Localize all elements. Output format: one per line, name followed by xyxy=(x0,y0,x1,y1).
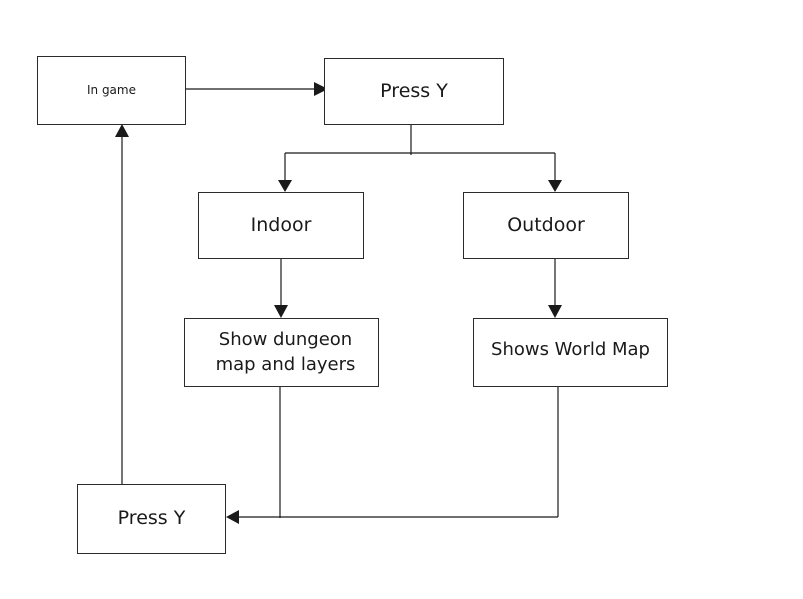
node-shows-world-map: Shows World Map xyxy=(473,318,668,387)
node-outdoor: Outdoor xyxy=(463,192,629,259)
arrowhead-to-indoor xyxy=(278,180,292,192)
node-press-y-top-label: Press Y xyxy=(380,79,448,102)
arrowhead-to-pressy-bottom xyxy=(226,510,239,524)
node-in-game: In game xyxy=(37,56,186,125)
node-show-dungeon-line1: Show dungeon xyxy=(218,329,353,351)
node-show-dungeon-text: Show dungeon map and layers xyxy=(216,328,356,377)
node-indoor: Indoor xyxy=(198,192,364,259)
arrowhead-to-outdoor xyxy=(548,180,562,192)
arrowhead-to-pressy-top xyxy=(314,82,328,96)
arrowhead-to-worldmap xyxy=(548,305,562,318)
node-press-y-bottom-label: Press Y xyxy=(117,507,186,530)
arrowhead-to-dungeon xyxy=(274,305,288,318)
node-indoor-label: Indoor xyxy=(250,213,312,236)
node-in-game-label: In game xyxy=(86,83,136,98)
node-show-dungeon-map: Show dungeon map and layers xyxy=(184,318,379,387)
arrowhead-to-ingame xyxy=(115,124,129,137)
node-press-y-top: Press Y xyxy=(324,58,504,125)
node-shows-world-map-label: Shows World Map xyxy=(491,339,650,361)
node-press-y-bottom: Press Y xyxy=(77,484,226,554)
node-outdoor-label: Outdoor xyxy=(507,213,585,236)
node-show-dungeon-line2: map and layers xyxy=(215,353,356,375)
